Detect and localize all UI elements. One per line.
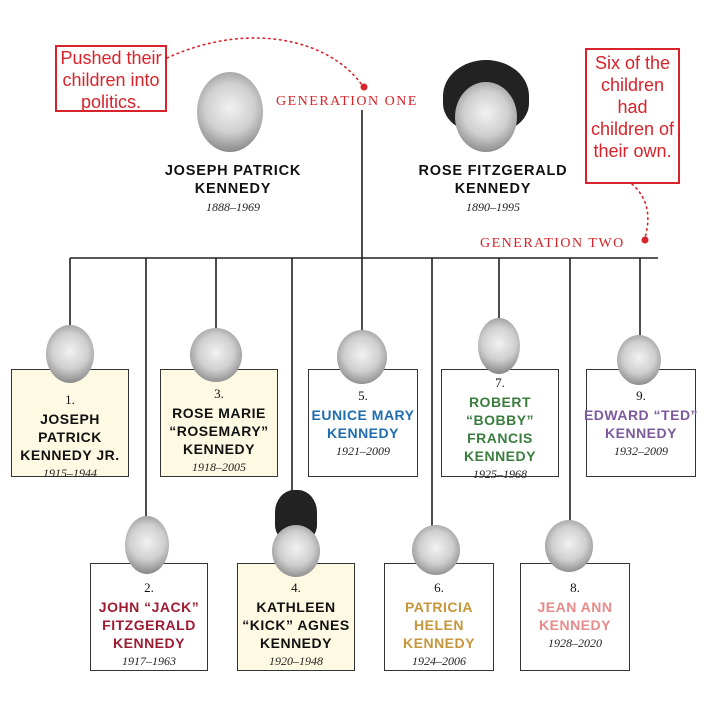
child-years: 1918–2005	[192, 460, 246, 474]
child-name: PATRICIA HELEN KENNEDY	[403, 599, 475, 651]
child-card-9	[586, 369, 696, 477]
parent-joseph: JOSEPH PATRICK KENNEDY 1888–1969	[143, 162, 323, 215]
child-entry-5: 5. EUNICE MARY KENNEDY 1921–2009	[304, 388, 422, 459]
child-name: ROSE MARIE “ROSEMARY” KENNEDY	[169, 405, 269, 457]
child-number: 4.	[291, 580, 301, 595]
child-years: 1924–2006	[412, 654, 466, 668]
left-note-connector	[166, 37, 363, 86]
child-entry-2: 2. JOHN “JACK” FITZGERALD KENNEDY 1917–1…	[90, 580, 208, 669]
left-note-dot	[360, 83, 368, 91]
child-entry-7: 7. ROBERT “BOBBY” FRANCIS KENNEDY 1925–1…	[441, 375, 559, 482]
child-years: 1920–1948	[269, 654, 323, 668]
child-card-4	[237, 563, 355, 671]
child-card-7	[441, 369, 559, 477]
child-years: 1932–2009	[614, 444, 668, 458]
child-name: JEAN ANN KENNEDY	[537, 599, 613, 633]
child-name: ROBERT “BOBBY” FRANCIS KENNEDY	[464, 394, 536, 464]
child-years: 1917–1963	[122, 654, 176, 668]
child-card-2	[90, 563, 208, 671]
child-entry-3: 3. ROSE MARIE “ROSEMARY” KENNEDY 1918–20…	[160, 386, 278, 475]
child-entry-9: 9. EDWARD “TED” KENNEDY 1932–2009	[582, 388, 700, 459]
child-number: 9.	[636, 388, 646, 403]
child-name: JOHN “JACK” FITZGERALD KENNEDY	[98, 599, 200, 651]
parent-name: ROSE FITZGERALD KENNEDY	[418, 163, 568, 197]
child-entry-4: 4. KATHLEEN “KICK” AGNES KENNEDY 1920–19…	[237, 580, 355, 669]
child-name: EDWARD “TED” KENNEDY	[583, 407, 699, 441]
child-7-portrait	[478, 318, 520, 374]
child-name: JOSEPH PATRICK KENNEDY JR.	[20, 411, 120, 463]
parent-name: JOSEPH PATRICK KENNEDY	[164, 163, 302, 197]
parent-rose: ROSE FITZGERALD KENNEDY 1890–1995	[403, 162, 583, 215]
child-5-portrait	[337, 330, 387, 384]
child-years: 1928–2020	[548, 636, 602, 650]
child-number: 5.	[358, 388, 368, 403]
child-number: 1.	[65, 392, 75, 407]
child-6-portrait	[412, 525, 460, 575]
parent-years: 1888–1969	[206, 200, 260, 214]
right-note-connector	[631, 183, 649, 239]
annotation-note-right: Six of the children had children of thei…	[585, 48, 680, 184]
child-3-portrait	[190, 328, 242, 382]
child-number: 2.	[144, 580, 154, 595]
annotation-note-left: Pushed their children into politics.	[55, 45, 167, 112]
child-number: 7.	[495, 375, 505, 390]
child-entry-1: 1. JOSEPH PATRICK KENNEDY JR. 1915–1944	[11, 392, 129, 481]
right-note-dot	[641, 236, 649, 244]
child-number: 3.	[214, 386, 224, 401]
child-9-portrait	[617, 335, 661, 385]
child-name: EUNICE MARY KENNEDY	[311, 407, 415, 441]
child-card-3	[160, 369, 278, 477]
child-card-5	[308, 369, 418, 477]
joseph-sr-portrait	[197, 72, 263, 152]
child-4-portrait	[272, 525, 320, 577]
generation-one-label: GENERATION ONE	[272, 94, 422, 110]
child-name: KATHLEEN “KICK” AGNES KENNEDY	[242, 599, 350, 651]
child-8-portrait	[545, 520, 593, 572]
child-card-8	[520, 563, 630, 671]
parent-years: 1890–1995	[466, 200, 520, 214]
child-entry-8: 8. JEAN ANN KENNEDY 1928–2020	[516, 580, 634, 651]
child-card-1	[11, 369, 129, 477]
generation-two-label: GENERATION TWO	[476, 236, 629, 252]
child-entry-6: 6. PATRICIA HELEN KENNEDY 1924–2006	[380, 580, 498, 669]
child-years: 1925–1968	[473, 467, 527, 481]
child-number: 6.	[434, 580, 444, 595]
rose-portrait	[455, 82, 517, 152]
child-years: 1921–2009	[336, 444, 390, 458]
child-years: 1915–1944	[43, 466, 97, 480]
child-number: 8.	[570, 580, 580, 595]
child-2-portrait	[125, 516, 169, 574]
child-1-portrait	[46, 325, 94, 383]
child-card-6	[384, 563, 494, 671]
